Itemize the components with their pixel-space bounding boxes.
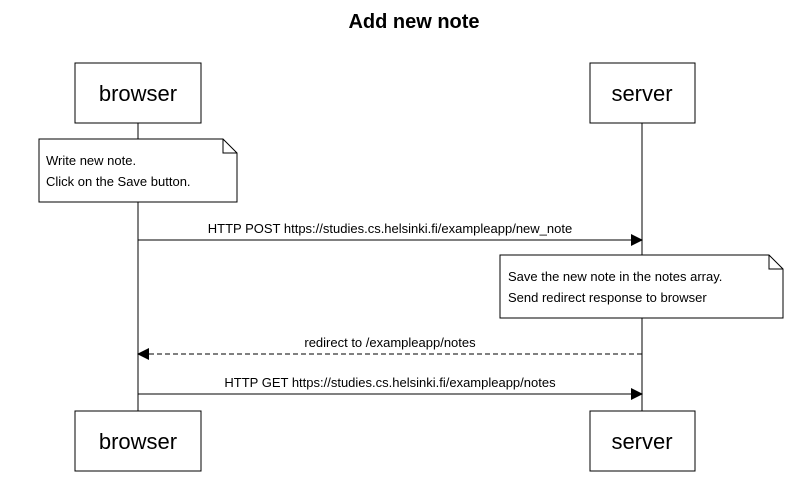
note-1-line-1: Write new note. [46,153,136,168]
note-2-line-1: Save the new note in the notes array. [508,269,722,284]
message-1-label: HTTP POST https://studies.cs.helsinki.fi… [208,221,572,236]
note-save-new-note: Save the new note in the notes array. Se… [499,254,784,319]
server-actor-bottom: server [589,410,696,472]
browser-actor-label: browser [99,81,177,106]
note-write-new-note: Write new note. Click on the Save button… [38,138,238,203]
message-3-label: HTTP GET https://studies.cs.helsinki.fi/… [224,375,556,390]
browser-actor-bottom: browser [74,410,202,472]
server-actor-label: server [611,81,672,106]
message-http-post: HTTP POST https://studies.cs.helsinki.fi… [138,221,643,246]
note-1-line-2: Click on the Save button. [46,174,191,189]
browser-actor-top: browser [74,62,202,124]
browser-actor-bottom-label: browser [99,429,177,454]
message-2-label: redirect to /exampleapp/notes [304,335,476,350]
message-http-get: HTTP GET https://studies.cs.helsinki.fi/… [138,375,643,400]
diagram-title: Add new note [348,11,479,33]
server-actor-bottom-label: server [611,429,672,454]
message-redirect: redirect to /exampleapp/notes [137,335,642,360]
note-2-line-2: Send redirect response to browser [508,290,707,305]
server-actor-top: server [589,62,696,124]
